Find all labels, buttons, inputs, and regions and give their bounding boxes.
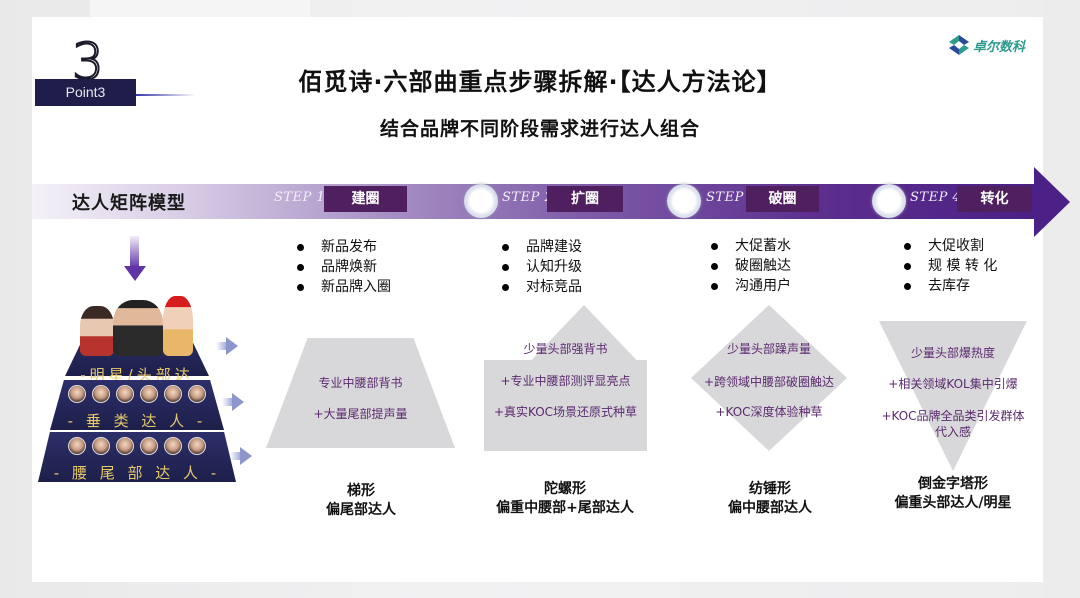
shape-text-line: 少量头部躁声量 bbox=[726, 342, 811, 356]
bullet-dot-icon bbox=[297, 283, 304, 291]
shape-text-line: +专业中腰部测评显亮点 bbox=[500, 374, 631, 388]
shape-text-line: +KOC品牌全品类引发群体 bbox=[881, 409, 1025, 423]
point-number: 3 bbox=[71, 33, 105, 91]
side-arrow-tail bbox=[230, 452, 240, 460]
step-3-bullets: 大促蓄水 破圈触达 沟通用户 bbox=[711, 236, 791, 296]
celebrity-photo bbox=[163, 296, 193, 356]
side-arrow-tail bbox=[216, 342, 226, 350]
avatar-row-middle bbox=[50, 385, 224, 403]
bullet-item: 新品发布 bbox=[297, 237, 391, 257]
step-1-box: 建圈 bbox=[324, 186, 407, 212]
bullet-dot-icon bbox=[502, 263, 509, 271]
shape-text-line: +KOC深度体验种草 bbox=[715, 405, 823, 419]
slide bbox=[32, 17, 1043, 582]
tier-label-middle: - 垂 类 达 人 - bbox=[67, 412, 207, 430]
right-arrow-icon bbox=[232, 393, 244, 411]
bullet-dot-icon bbox=[502, 243, 509, 251]
shape-text-line: 少量头部爆热度 bbox=[910, 346, 995, 360]
step-1-bullets: 新品发布 品牌焕新 新品牌入圈 bbox=[297, 237, 391, 297]
bullet-item: 大促收割 bbox=[904, 236, 997, 256]
band-label: 达人矩阵模型 bbox=[72, 193, 186, 214]
step-4-box: 转化 bbox=[957, 186, 1032, 212]
celebrity-photo bbox=[113, 300, 163, 356]
step-3-circle-icon bbox=[667, 184, 701, 218]
bullet-dot-icon bbox=[904, 242, 911, 250]
bullet-dot-icon bbox=[711, 242, 718, 250]
bullet-item: 新品牌入圈 bbox=[297, 277, 391, 297]
step-2-box: 扩圈 bbox=[547, 186, 623, 212]
bullet-dot-icon bbox=[297, 243, 304, 251]
zhuoer-logo-icon bbox=[949, 35, 969, 55]
page-title: 佰觅诗·六部曲重点步骤拆解·【达人方法论】 bbox=[298, 68, 782, 96]
bullet-item: 规 模 转 化 bbox=[904, 256, 997, 276]
bullet-item: 品牌焕新 bbox=[297, 257, 391, 277]
bullet-item: 破圈触达 bbox=[711, 256, 791, 276]
bullet-dot-icon bbox=[904, 282, 911, 290]
shape-text-line: +真实KOC场景还原式种草 bbox=[493, 405, 638, 419]
background-block bbox=[90, 0, 310, 17]
step-4-caption: 倒金字塔形 偏重头部达人/明星 bbox=[894, 476, 1012, 511]
step-3-caption: 纺锤形 偏中腰部达人 bbox=[728, 481, 812, 516]
bullet-item: 去库存 bbox=[904, 276, 997, 296]
shape-text-line: 代入感 bbox=[934, 425, 971, 439]
bullet-dot-icon bbox=[711, 282, 718, 290]
step-2-caption: 陀螺形 偏重中腰部+尾部达人 bbox=[496, 481, 634, 516]
step-1-caption: 梯形 偏尾部达人 bbox=[326, 483, 396, 518]
avatar bbox=[188, 437, 206, 455]
avatar bbox=[188, 385, 206, 403]
shape-text-line: +大量尾部提声量 bbox=[313, 407, 408, 421]
step-2-tag: STEP 2 bbox=[502, 190, 554, 205]
right-arrow-icon bbox=[226, 337, 238, 355]
avatar-row-bottom bbox=[38, 437, 236, 455]
shape-text-line: 少量头部强背书 bbox=[523, 342, 608, 356]
bullet-dot-icon bbox=[711, 262, 718, 270]
bullet-item: 对标竞品 bbox=[502, 277, 582, 297]
bullet-dot-icon bbox=[297, 263, 304, 271]
point-divider bbox=[136, 94, 196, 96]
background-block bbox=[1043, 0, 1080, 598]
avatar bbox=[140, 437, 158, 455]
step-3-box: 破圈 bbox=[746, 186, 819, 212]
avatar bbox=[140, 385, 158, 403]
tier-label-bottom: - 腰 尾 部 达 人 - bbox=[53, 464, 221, 482]
avatar bbox=[68, 385, 86, 403]
page-subtitle: 结合品牌不同阶段需求进行达人组合 bbox=[379, 118, 700, 140]
down-arrow-icon bbox=[130, 236, 139, 266]
step-1-tag: STEP 1 bbox=[274, 190, 326, 205]
right-arrow-icon bbox=[240, 447, 252, 465]
step-2-bullets: 品牌建设 认知升级 对标竞品 bbox=[502, 237, 582, 297]
avatar bbox=[164, 385, 182, 403]
logo-text: 卓尔数科 bbox=[973, 39, 1026, 55]
bullet-item: 沟通用户 bbox=[711, 276, 791, 296]
step-4-circle-icon bbox=[872, 184, 906, 218]
step-4-tag: STEP 4 bbox=[910, 190, 962, 205]
bullet-item: 认知升级 bbox=[502, 257, 582, 277]
step-4-bullets: 大促收割 规 模 转 化 去库存 bbox=[904, 236, 997, 296]
step-3-tag: STEP 3 bbox=[706, 190, 758, 205]
bullet-dot-icon bbox=[502, 283, 509, 291]
point-badge: Point3 bbox=[35, 79, 136, 106]
bullet-item: 品牌建设 bbox=[502, 237, 582, 257]
avatar bbox=[116, 437, 134, 455]
shape-text-line: 专业中腰部背书 bbox=[318, 376, 403, 390]
avatar bbox=[92, 385, 110, 403]
avatar bbox=[68, 437, 86, 455]
shape-text-line: +相关领域KOL集中引爆 bbox=[888, 377, 1018, 391]
bullet-dot-icon bbox=[904, 262, 911, 270]
avatar bbox=[92, 437, 110, 455]
company-logo: 卓尔数科 bbox=[948, 31, 1038, 59]
shape-text-line: +跨领域中腰部破圈触达 bbox=[703, 375, 835, 389]
spinning-top-shape-body bbox=[484, 360, 647, 451]
arrow-head-icon bbox=[1034, 167, 1070, 237]
tier-label-top: -明星/头部达 bbox=[80, 366, 194, 384]
avatar bbox=[164, 437, 182, 455]
avatar bbox=[116, 385, 134, 403]
side-arrow-tail bbox=[222, 398, 232, 406]
step-2-circle-icon bbox=[464, 184, 498, 218]
bullet-item: 大促蓄水 bbox=[711, 236, 791, 256]
celebrity-photo bbox=[80, 306, 114, 356]
down-arrow-head-icon bbox=[124, 266, 146, 281]
